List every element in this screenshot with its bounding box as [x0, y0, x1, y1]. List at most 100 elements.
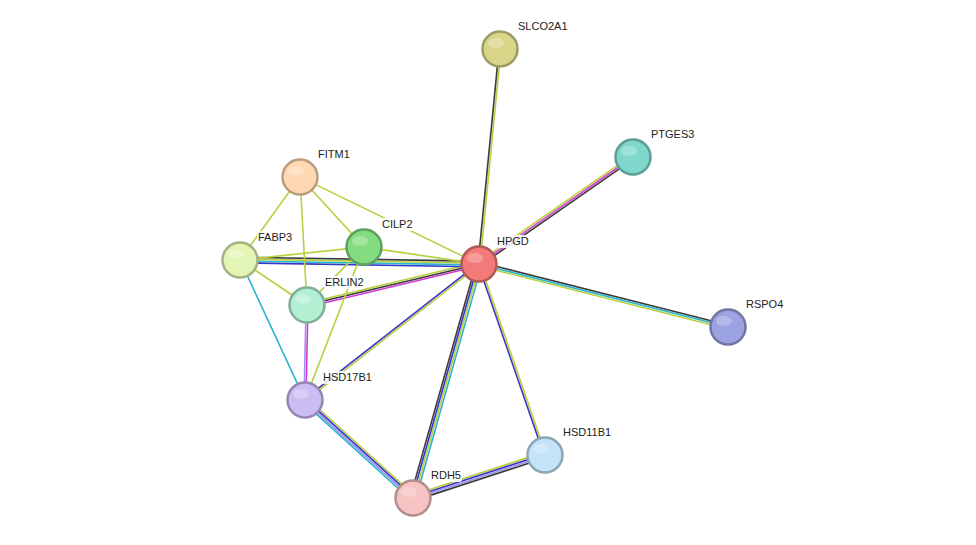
evidence-line: [382, 250, 461, 262]
interaction-edge: [248, 276, 298, 383]
evidence-line: [480, 67, 498, 246]
interaction-edge: [382, 250, 461, 262]
node-circle: [709, 308, 747, 346]
evidence-line: [494, 167, 618, 253]
node-circle: [288, 286, 326, 324]
evidence-line: [496, 270, 710, 324]
interaction-edge: [415, 281, 477, 482]
interaction-edge: [319, 274, 466, 389]
node-disc: [283, 160, 318, 195]
node-disc: [290, 288, 325, 323]
node-gloss: [228, 249, 244, 259]
node-label: RSPO4: [745, 298, 784, 311]
protein-node: FABP3: [221, 241, 259, 279]
node-gloss: [621, 146, 637, 156]
node-circle: [221, 241, 259, 279]
node-circle: [526, 436, 564, 474]
evidence-line: [304, 323, 305, 382]
node-gloss: [295, 294, 311, 304]
evidence-line: [255, 270, 292, 295]
node-gloss: [401, 487, 417, 497]
evidence-line: [482, 67, 500, 246]
node-gloss: [467, 253, 483, 263]
interaction-edge: [316, 185, 463, 256]
interaction-edge: [258, 249, 346, 258]
evidence-line: [320, 276, 466, 390]
evidence-line: [258, 249, 346, 258]
interaction-edge: [484, 281, 540, 439]
evidence-line: [316, 414, 397, 488]
node-circle: [481, 30, 519, 68]
evidence-line: [306, 323, 307, 382]
node-label: ERLIN2: [324, 276, 365, 289]
node-gloss: [533, 444, 549, 454]
node-circle: [286, 381, 324, 419]
protein-node: PTGES3: [614, 138, 652, 176]
interaction-edge: [312, 190, 352, 233]
evidence-line: [486, 281, 540, 438]
evidence-line: [319, 274, 465, 388]
evidence-line: [319, 411, 400, 485]
evidence-line: [430, 461, 528, 493]
protein-node: CILP2: [345, 228, 383, 266]
node-label: HSD17B1: [322, 371, 373, 384]
evidence-line: [417, 281, 473, 480]
protein-node: RDH5: [394, 479, 432, 517]
interaction-edge: [304, 323, 307, 382]
evidence-line: [324, 266, 461, 299]
evidence-line: [301, 195, 306, 287]
evidence-line: [430, 460, 528, 492]
evidence-line: [496, 268, 710, 322]
evidence-line: [320, 410, 401, 484]
evidence-line: [248, 276, 298, 383]
node-circle: [614, 138, 652, 176]
evidence-line: [431, 463, 529, 495]
node-disc: [462, 247, 497, 282]
evidence-line: [318, 413, 399, 487]
protein-node: HSD11B1: [526, 436, 564, 474]
node-label: FITM1: [317, 148, 351, 161]
node-label: CILP2: [381, 218, 414, 231]
node-disc: [347, 230, 382, 265]
interaction-edge: [316, 410, 401, 488]
interaction-edge: [496, 267, 711, 325]
node-label: HPGD: [496, 235, 530, 248]
node-gloss: [716, 316, 732, 326]
protein-node: HSD17B1: [286, 381, 324, 419]
interaction-edge: [480, 67, 499, 246]
evidence-line: [419, 282, 475, 481]
node-label: SLCO2A1: [517, 20, 569, 33]
node-circle: [394, 479, 432, 517]
node-disc: [288, 383, 323, 418]
node-label: PTGES3: [650, 128, 695, 141]
evidence-line: [312, 190, 352, 233]
interaction-edge: [429, 458, 529, 495]
protein-node: FITM1: [281, 158, 319, 196]
node-circle: [345, 228, 383, 266]
evidence-line: [316, 185, 463, 256]
node-gloss: [488, 38, 504, 48]
evidence-line: [497, 267, 711, 321]
node-circle: [281, 158, 319, 196]
node-disc: [223, 243, 258, 278]
node-disc: [528, 438, 563, 473]
node-label: RDH5: [430, 469, 462, 482]
protein-node: HPGD: [460, 245, 498, 283]
interaction-edge: [493, 166, 620, 256]
evidence-line: [421, 282, 477, 481]
protein-node: SLCO2A1: [481, 30, 519, 68]
interaction-edge: [301, 195, 306, 287]
node-label: HSD11B1: [562, 426, 612, 439]
evidence-line: [325, 270, 462, 303]
evidence-line: [484, 281, 538, 438]
evidence-line: [495, 169, 619, 255]
evidence-line: [429, 458, 527, 490]
node-disc: [483, 32, 518, 67]
node-gloss: [293, 389, 309, 399]
node-disc: [396, 481, 431, 516]
node-gloss: [352, 236, 368, 246]
node-gloss: [288, 166, 304, 176]
node-disc: [616, 140, 651, 175]
